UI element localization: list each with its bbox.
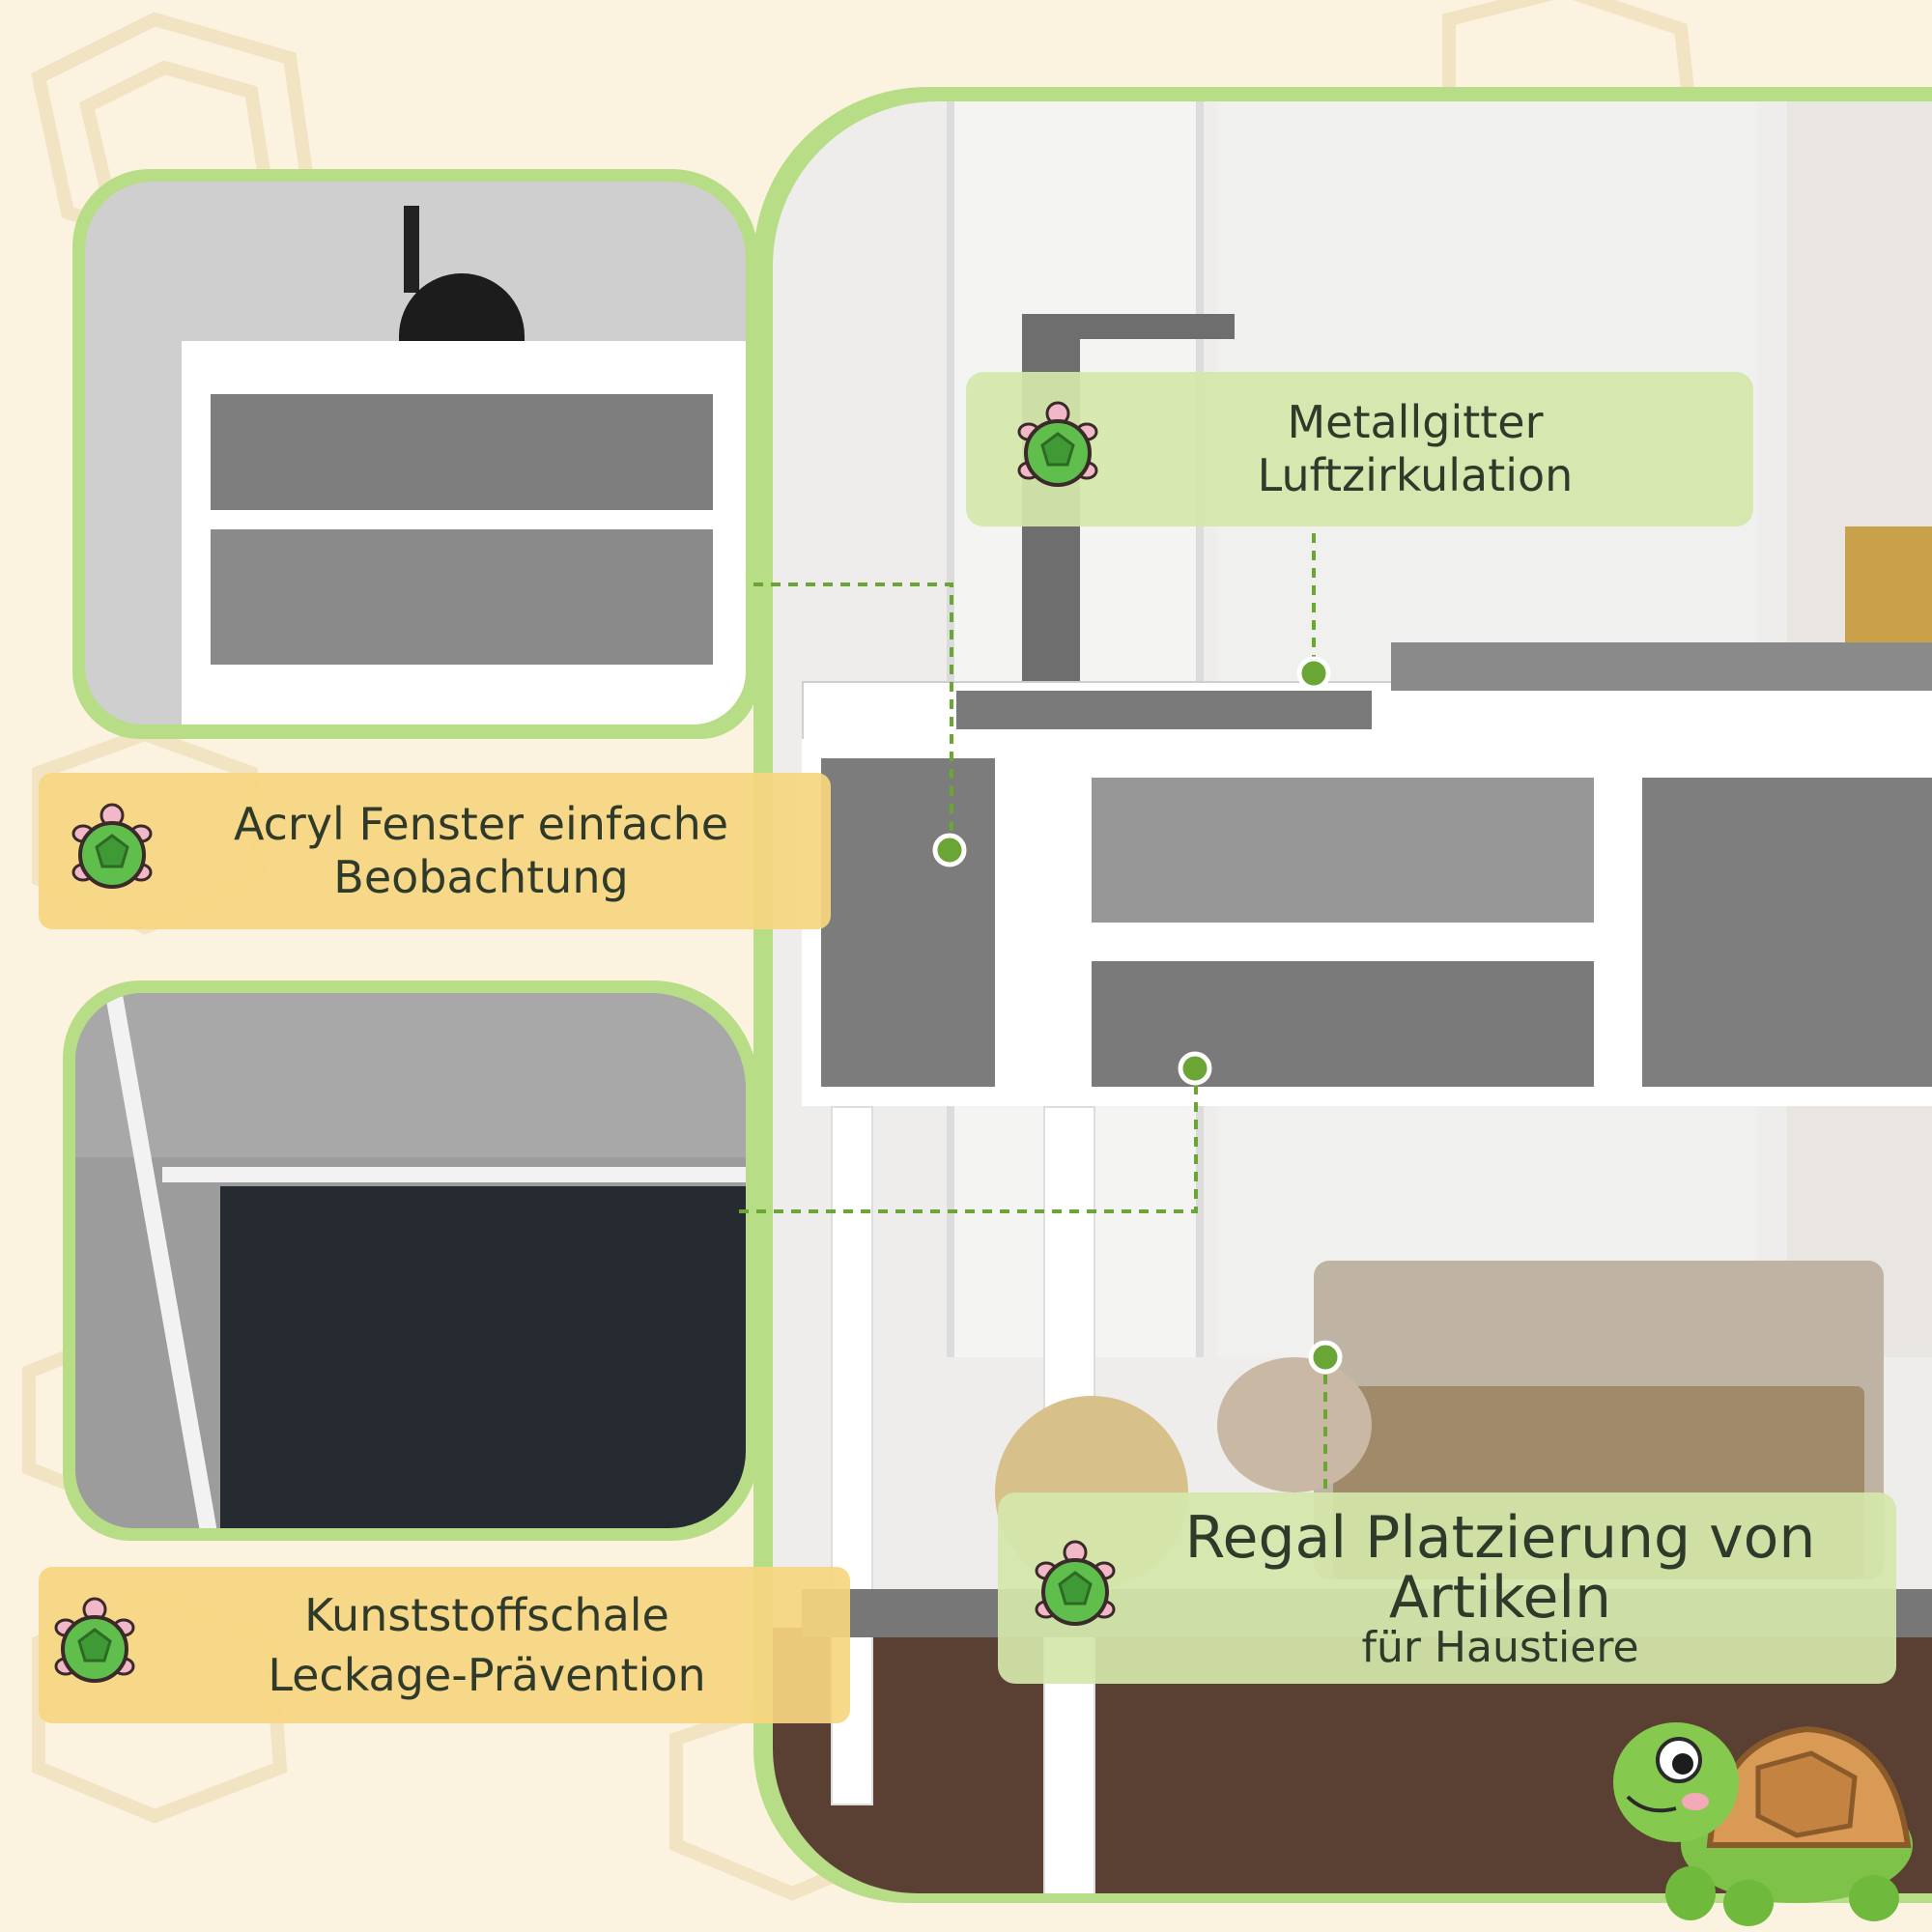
shelf-title: Regal Platzierung von <box>1184 1503 1816 1572</box>
shelf-title-2: Artikeln <box>1388 1563 1612 1632</box>
plastic-tray-subtitle: Leckage-Prävention <box>268 1649 706 1701</box>
pointer-dot-metal-grid <box>1296 656 1331 691</box>
turtle-icon <box>71 803 153 889</box>
callout-acrylic-window: Acryl Fenster einfache Beobachtung <box>39 773 831 929</box>
acrylic-window-title: Acryl Fenster einfache <box>233 797 729 850</box>
turtle-mascot <box>1613 1722 1913 1926</box>
acrylic-window-subtitle: Beobachtung <box>333 851 629 903</box>
turtle-icon <box>1017 401 1098 487</box>
turtle-icon <box>1035 1540 1116 1626</box>
turtle-icon <box>54 1597 135 1683</box>
inset-plastic-tray-photo <box>75 993 746 1528</box>
callout-plastic-tray: Kunststoffschale Leckage-Prävention <box>39 1567 850 1723</box>
metal-grid-title: Metallgitter <box>1287 395 1544 448</box>
shelf-subtitle: für Haustiere <box>1361 1622 1639 1672</box>
metal-grid-subtitle: Luftzirkulation <box>1257 449 1574 501</box>
plastic-tray-title: Kunststoffschale <box>304 1588 669 1641</box>
callout-metal-grid: Metallgitter Luftzirkulation <box>966 372 1753 526</box>
inset-acrylic-window-photo <box>85 182 746 724</box>
pointer-dot-tray <box>1178 1051 1212 1086</box>
pointer-dot-acrylic <box>932 833 967 867</box>
pointer-dot-shelf <box>1308 1340 1343 1375</box>
callout-shelf: Regal Platzierung von Artikeln für Haust… <box>998 1492 1896 1684</box>
